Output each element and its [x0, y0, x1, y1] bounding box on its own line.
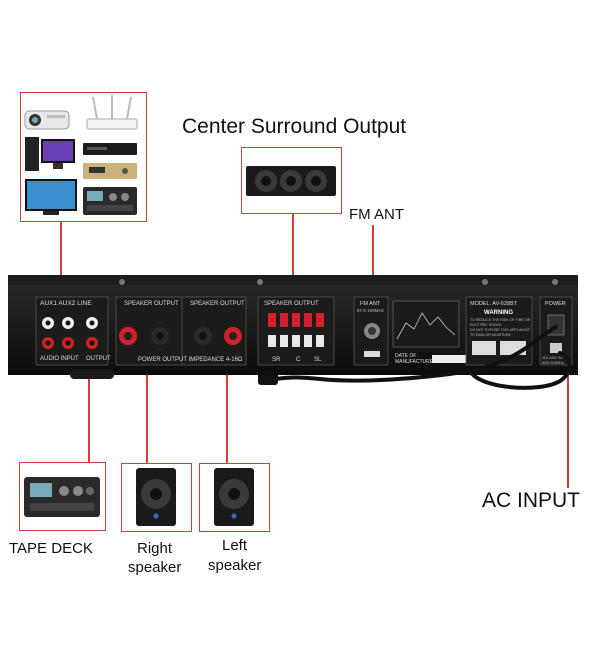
date-of-manufacture-line1: DATE OF	[395, 353, 416, 359]
tape-deck-box	[19, 462, 106, 531]
left-speaker-label-line1: Left	[222, 537, 248, 554]
model-text: MODEL: AV-628BT	[470, 301, 518, 307]
warning-line-3: DO NOT EXPOSE THIS APPLIANCE	[470, 328, 530, 332]
fm-ant-label: FM ANT	[349, 206, 404, 223]
model-warning-block: MODEL: AV-628BT WARNING TO REDUCE THE RI…	[465, 296, 533, 366]
wire-fm-ant	[372, 225, 374, 305]
voltage-line-1: 110-240V AC	[542, 356, 564, 360]
power-output-impedance-text: POWER OUTPUT IMPEDANCE 4-16Ω	[138, 357, 243, 363]
audio-input-block: AUX1 AUX2 LINE AUDIO INPUT OUTPUT	[35, 296, 111, 366]
warning-line-2: ELECTRIC SHOCK	[470, 323, 502, 327]
warning-title: WARNING	[484, 310, 513, 316]
left-speaker-label-line2: speaker	[208, 557, 262, 574]
audio-input-text: AUDIO INPUT	[40, 356, 79, 362]
power-text: POWER	[545, 301, 566, 307]
output-text: OUTPUT	[86, 356, 111, 362]
source-devices-illustration	[24, 95, 138, 215]
warning-line-4: TO RAIN OR MOISTURE	[470, 333, 511, 337]
wire-sources	[60, 222, 62, 302]
wire-left-speaker	[226, 345, 228, 463]
c-text: C	[296, 357, 301, 363]
projector-icon	[24, 110, 70, 130]
center-speaker-illustration	[246, 166, 336, 196]
fm-ant-panel-text: FM ANT	[360, 301, 381, 307]
right-speaker-label-line1: Right	[137, 540, 173, 557]
right-speaker-label-line2: speaker	[128, 559, 182, 576]
tape-deck-illustration	[24, 477, 100, 517]
fm-ant-connector-block: FM ANT 87.5-108MHz	[353, 296, 389, 366]
speaker-output-1-text: SPEAKER OUTPUT	[124, 301, 179, 307]
source-devices-box	[20, 92, 147, 222]
sr-text: SR	[272, 357, 281, 363]
center-surround-output-label: Center Surround Output	[182, 115, 407, 138]
ac-input-label: AC INPUT	[482, 489, 581, 512]
dvd-player-icon	[83, 143, 137, 155]
spec-graph-block: DATE OF MANUFACTURE	[392, 300, 472, 365]
fm-ant-sub-text: 87.5-108MHz	[357, 308, 385, 313]
voltage-line-2: 60W 50/60Hz	[542, 361, 564, 365]
speaker-output-3-text: SPEAKER OUTPUT	[264, 301, 319, 307]
power-block: POWER 110-240V AC 60W 50/60Hz	[539, 296, 573, 366]
speaker-output-2-text: SPEAKER OUTPUT	[190, 301, 245, 307]
computer-icon	[25, 137, 75, 171]
surround-speaker-output-block: SPEAKER OUTPUT SR C SL	[257, 296, 335, 366]
vcd-player-icon	[83, 163, 137, 179]
center-speaker-box	[241, 147, 342, 214]
left-speaker-box	[199, 463, 270, 532]
aux-label: AUX1 AUX2 LINE	[40, 300, 92, 307]
date-of-manufacture-line2: MANUFACTURE	[395, 359, 434, 365]
wire-center-speaker	[292, 214, 294, 306]
wire-ac-input	[567, 318, 569, 488]
router-icon	[86, 95, 138, 130]
tape-deck-label: TAPE DECK	[9, 540, 93, 557]
right-speaker-box	[121, 463, 192, 532]
left-speaker-illustration	[214, 468, 254, 526]
wire-tape-deck	[88, 342, 90, 462]
warning-line-1: TO REDUCE THE RISK OF FIRE OR	[470, 318, 531, 322]
amplifier-rear-panel: AUX1 AUX2 LINE AUDIO INPUT OUTPUT SPEAKE…	[8, 275, 578, 390]
power-cord	[258, 325, 572, 390]
wire-right-speaker	[146, 345, 148, 463]
right-speaker-illustration	[136, 468, 176, 526]
sl-text: SL	[314, 357, 322, 363]
tv-icon	[25, 179, 77, 215]
front-speaker-output-block: SPEAKER OUTPUT SPEAKER OUTPUT POWER OUTP…	[115, 296, 247, 366]
mini-amplifier-icon	[83, 187, 137, 215]
